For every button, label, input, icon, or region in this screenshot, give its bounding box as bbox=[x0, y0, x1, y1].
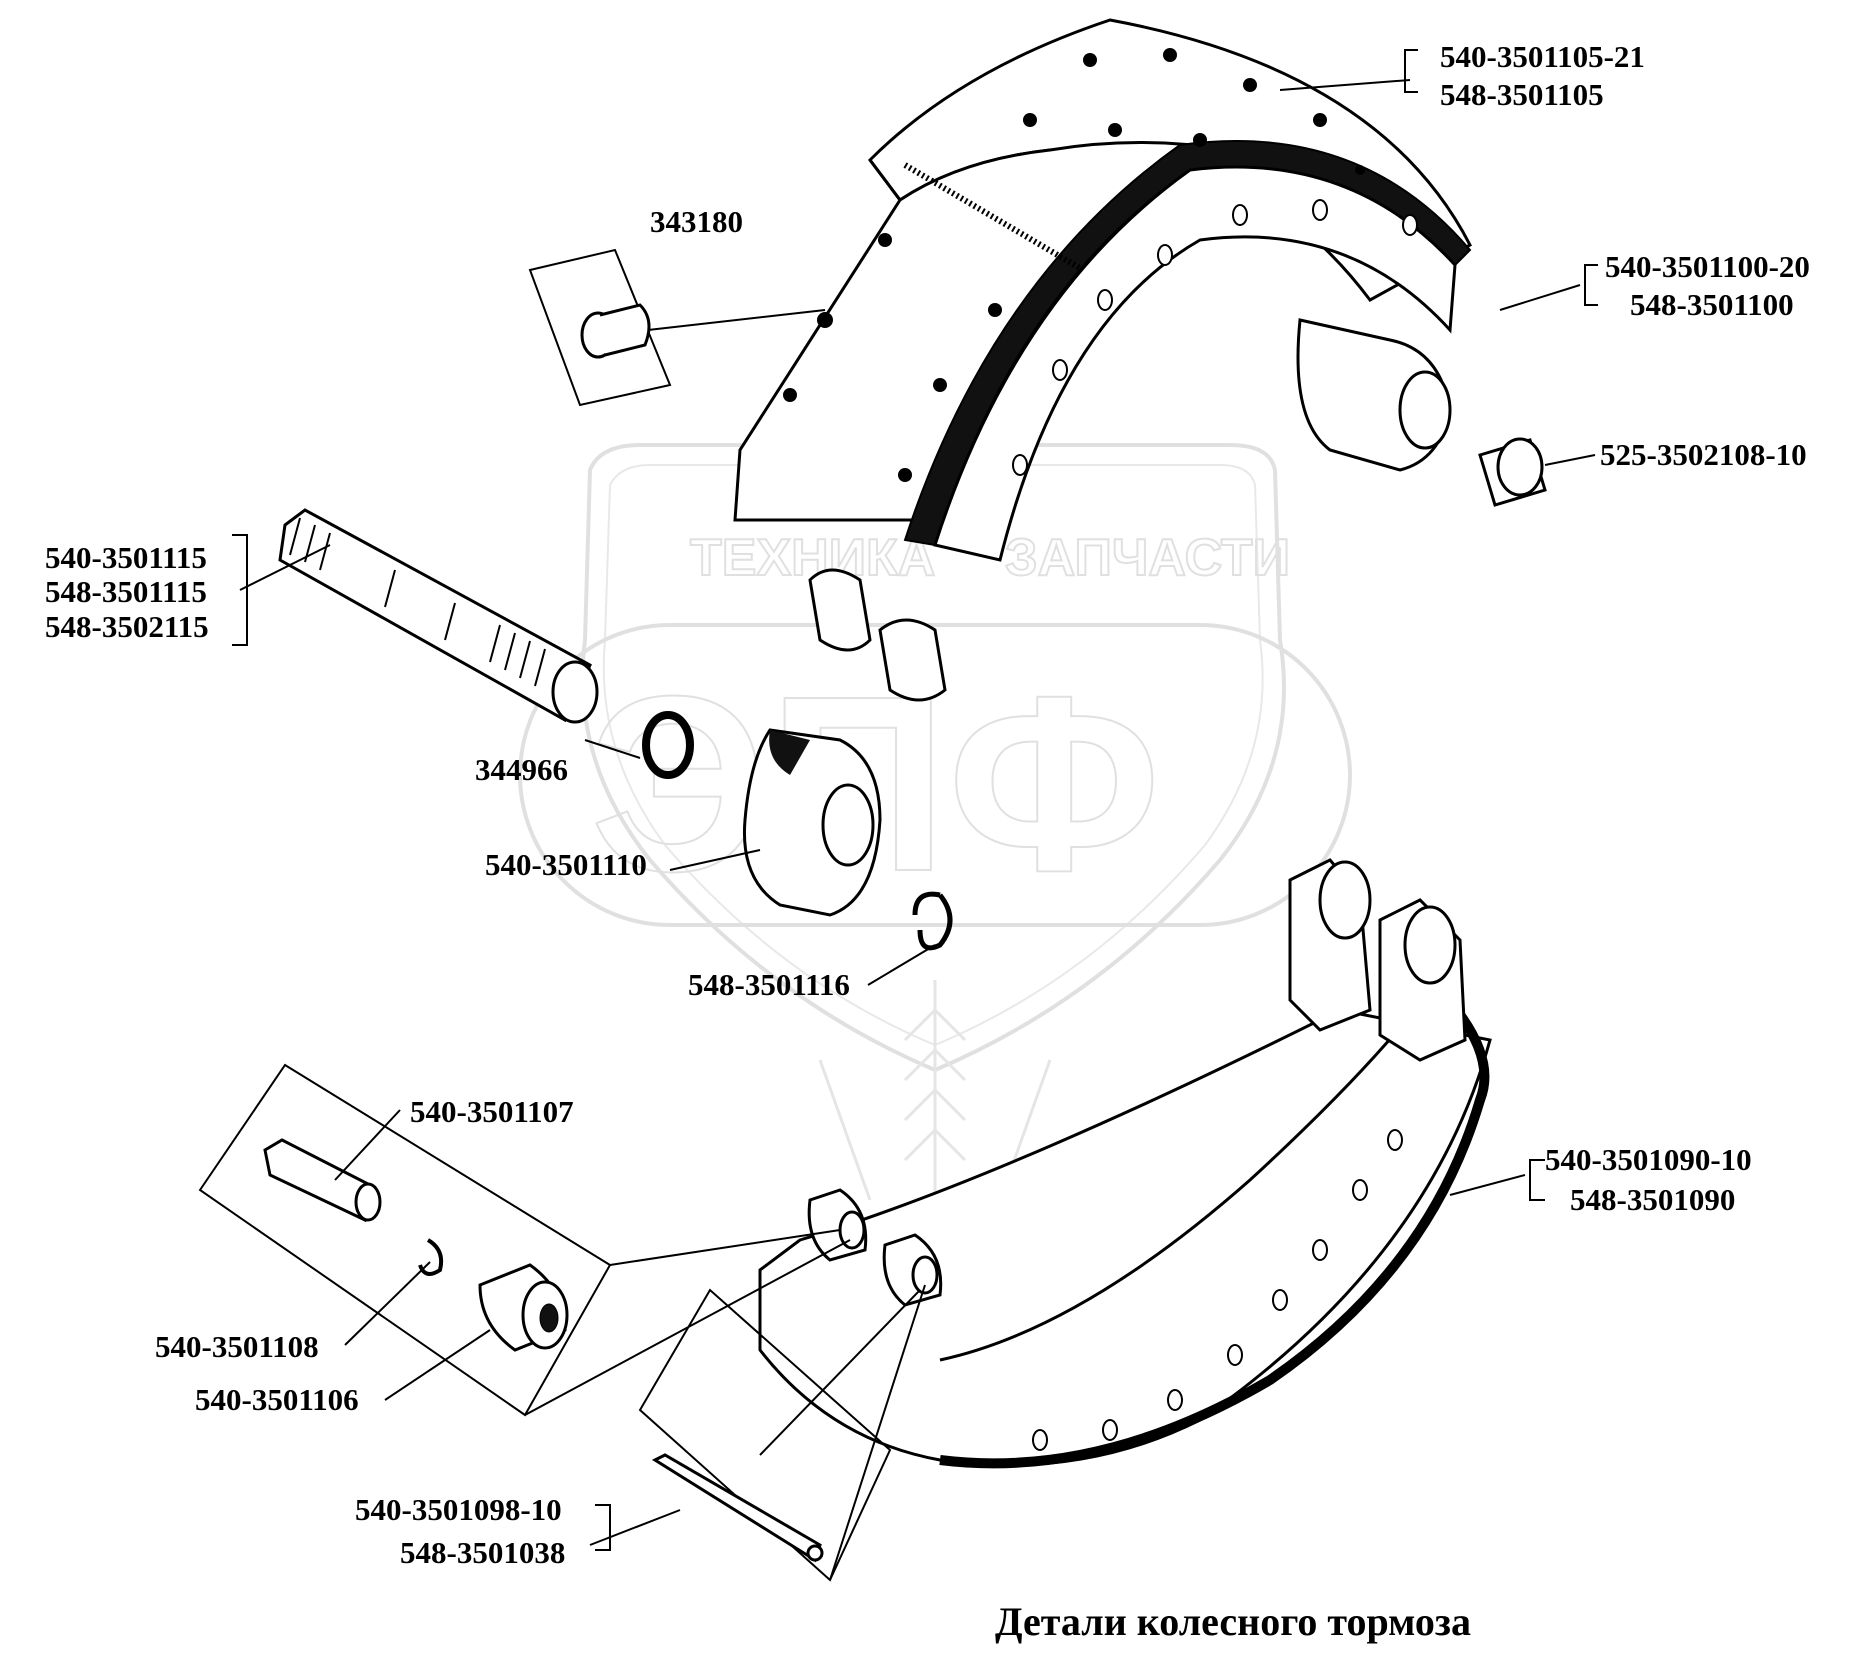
roller-bore bbox=[539, 1303, 559, 1333]
shaft-splines bbox=[289, 517, 546, 687]
axle-end bbox=[354, 1182, 382, 1222]
pin-end bbox=[806, 1544, 824, 1562]
ring-548-3501116 bbox=[912, 891, 953, 951]
pin-body bbox=[651, 1453, 822, 1563]
cam-body bbox=[742, 728, 882, 917]
label-shoe-lower-b: 548-3501090 bbox=[1570, 1182, 1735, 1217]
cam-shadow bbox=[769, 730, 810, 775]
brackets bbox=[232, 49, 1598, 1551]
leader-lines bbox=[239, 79, 1596, 1581]
shaft-end bbox=[551, 660, 599, 724]
shaft-groove-2 bbox=[444, 602, 456, 641]
label-ring: 548-3501116 bbox=[688, 967, 850, 1002]
lower-shoe-edge bbox=[939, 976, 1490, 1469]
washer-344966 bbox=[642, 711, 694, 779]
labels: 540-3501105-21 548-3501105 343180 540-35… bbox=[45, 39, 1810, 1570]
label-bushing-upper: 525-3502108-10 bbox=[1600, 437, 1807, 472]
shoe-rim-holes bbox=[1012, 199, 1418, 476]
shoe-lug-2 bbox=[878, 618, 947, 702]
watermark-wheat bbox=[818, 980, 1052, 1210]
rivet-343180 bbox=[528, 248, 826, 407]
cam-bore bbox=[821, 783, 875, 867]
label-shaft-b: 548-3501115 bbox=[45, 574, 207, 609]
lower-lug-2-hole bbox=[911, 1255, 939, 1295]
watermark-text-right: ЗАПЧАСТИ bbox=[1005, 529, 1290, 587]
label-washer: 344966 bbox=[475, 752, 568, 787]
label-rivet: 343180 bbox=[650, 204, 743, 239]
lower-brake-shoe bbox=[758, 858, 1492, 1469]
shaft-body bbox=[278, 508, 592, 723]
cam-shaft bbox=[278, 508, 599, 724]
label-roller: 540-3501106 bbox=[195, 1382, 359, 1417]
label-lining-a: 540-3501105-21 bbox=[1440, 39, 1645, 74]
label-shaft-a: 540-3501115 bbox=[45, 540, 207, 575]
lower-shoe-rim bbox=[939, 989, 1432, 1362]
label-shoe-upper-a: 540-3501100-20 bbox=[1605, 249, 1810, 284]
label-cam: 540-3501110 bbox=[485, 847, 647, 882]
upper-brake-shoe bbox=[733, 18, 1473, 702]
label-snap-ring: 540-3501108 bbox=[155, 1329, 319, 1364]
label-lining-b: 548-3501105 bbox=[1440, 77, 1604, 112]
label-shoe-upper-b: 548-3501100 bbox=[1630, 287, 1794, 322]
watermark-shield-inner bbox=[602, 464, 1264, 1047]
rivet-callout-box bbox=[528, 248, 672, 407]
lower-boss-1-hole bbox=[1318, 860, 1372, 940]
shoe-lug-1 bbox=[808, 568, 872, 652]
watermark-shield bbox=[580, 443, 1286, 1073]
lower-shoe-holes bbox=[1032, 1129, 1403, 1451]
label-shoe-lower-a: 540-3501090-10 bbox=[1545, 1142, 1752, 1177]
lining-texture bbox=[783, 48, 1365, 482]
bushing-end bbox=[1496, 437, 1544, 497]
label-pin-b: 548-3501038 bbox=[400, 1535, 565, 1570]
diagram-title: Детали колесного тормоза bbox=[995, 1599, 1471, 1644]
axle-540-3501107 bbox=[263, 1138, 372, 1223]
label-shaft-c: 548-3502115 bbox=[45, 609, 209, 644]
bushing-upper bbox=[1478, 437, 1547, 507]
watermark-oval bbox=[518, 623, 1352, 927]
label-pin-a: 540-3501098-10 bbox=[355, 1492, 562, 1527]
rivet-body bbox=[599, 303, 651, 357]
lower-boss-2-hole bbox=[1403, 905, 1457, 985]
cam-540-3501110 bbox=[742, 728, 882, 917]
shoe-rim bbox=[933, 165, 1457, 562]
rivet-leader bbox=[647, 309, 826, 331]
shaft-groove-1 bbox=[384, 569, 396, 608]
snap-ring-540-3501108 bbox=[418, 1238, 444, 1276]
pin-group bbox=[638, 1288, 892, 1582]
shoe-boss-hole bbox=[1398, 370, 1452, 450]
label-axle: 540-3501107 bbox=[410, 1094, 574, 1129]
